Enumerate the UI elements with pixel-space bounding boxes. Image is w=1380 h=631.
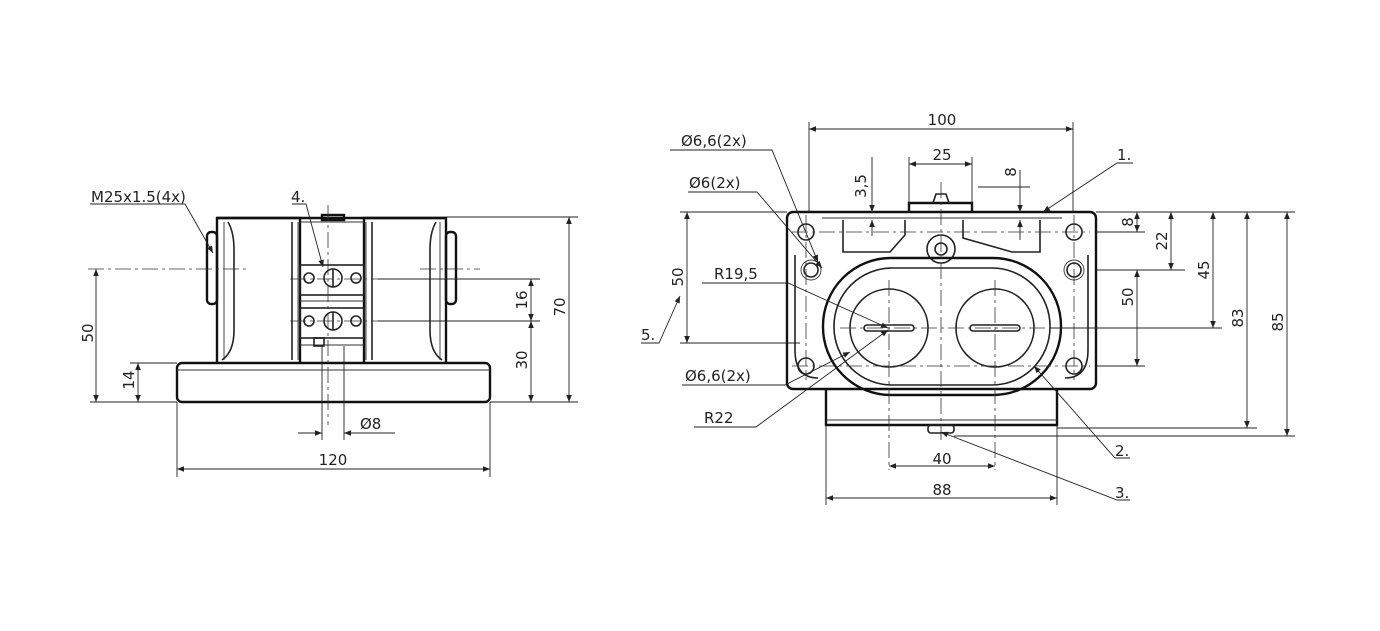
contact-block	[299, 264, 365, 347]
dim-45: 45	[1195, 260, 1213, 279]
left-housing-block	[215, 216, 302, 363]
left-base-plate	[175, 361, 492, 404]
item-5-label: 5.	[641, 326, 655, 344]
item-2-label: 2.	[1115, 442, 1129, 460]
dim-50-view-right: 50	[1119, 287, 1137, 306]
dim-30: 30	[513, 350, 531, 369]
dim-16: 16	[513, 290, 531, 309]
top-view-outer-body	[785, 210, 1098, 391]
hole-dia-6-6-top: Ø6,6(2x)	[681, 132, 747, 150]
hole-dia-6: Ø6(2x)	[689, 174, 740, 192]
dim-100: 100	[928, 111, 957, 129]
hole-dia-6-6-bottom: Ø6,6(2x)	[685, 367, 751, 385]
dim-120: 120	[319, 451, 348, 469]
dim-22: 22	[1153, 231, 1171, 250]
dim-40: 40	[932, 450, 951, 468]
right-view: 100 25 3,5 8 Ø6,6(2x) Ø6(2x) 50 R19,5 5.…	[641, 111, 1295, 505]
thread-label: M25x1.5(4x)	[91, 188, 186, 206]
dim-85: 85	[1269, 312, 1287, 331]
item-4-label: 4.	[291, 188, 305, 206]
dim-70: 70	[551, 297, 569, 316]
item-1-label: 1.	[1117, 146, 1131, 164]
gasket-inner	[833, 267, 1051, 386]
dim-8-right: 8	[1119, 217, 1137, 227]
actuator	[907, 201, 974, 212]
dim-25: 25	[932, 146, 951, 164]
dim-83: 83	[1229, 308, 1247, 327]
radius-19-5: R19,5	[714, 265, 758, 283]
dim-88: 88	[932, 481, 951, 499]
dim-dia-8: Ø8	[360, 415, 381, 433]
gasket-outer	[821, 256, 1063, 397]
cable-gland-left	[205, 230, 219, 306]
radius-22: R22	[704, 409, 734, 427]
dim-50-left: 50	[79, 323, 97, 342]
cable-gland-right	[444, 230, 458, 306]
left-view: M25x1.5(4x) 4. 16 30 70 50 14 Ø8 120	[79, 188, 578, 477]
top-cap	[320, 213, 346, 222]
item-3-label: 3.	[1115, 484, 1129, 502]
dim-14: 14	[120, 370, 138, 389]
dim-8-top: 8	[1002, 167, 1020, 177]
dim-3-5: 3,5	[852, 174, 870, 198]
right-housing-block	[362, 216, 448, 363]
dim-50-view-left: 50	[669, 267, 687, 286]
